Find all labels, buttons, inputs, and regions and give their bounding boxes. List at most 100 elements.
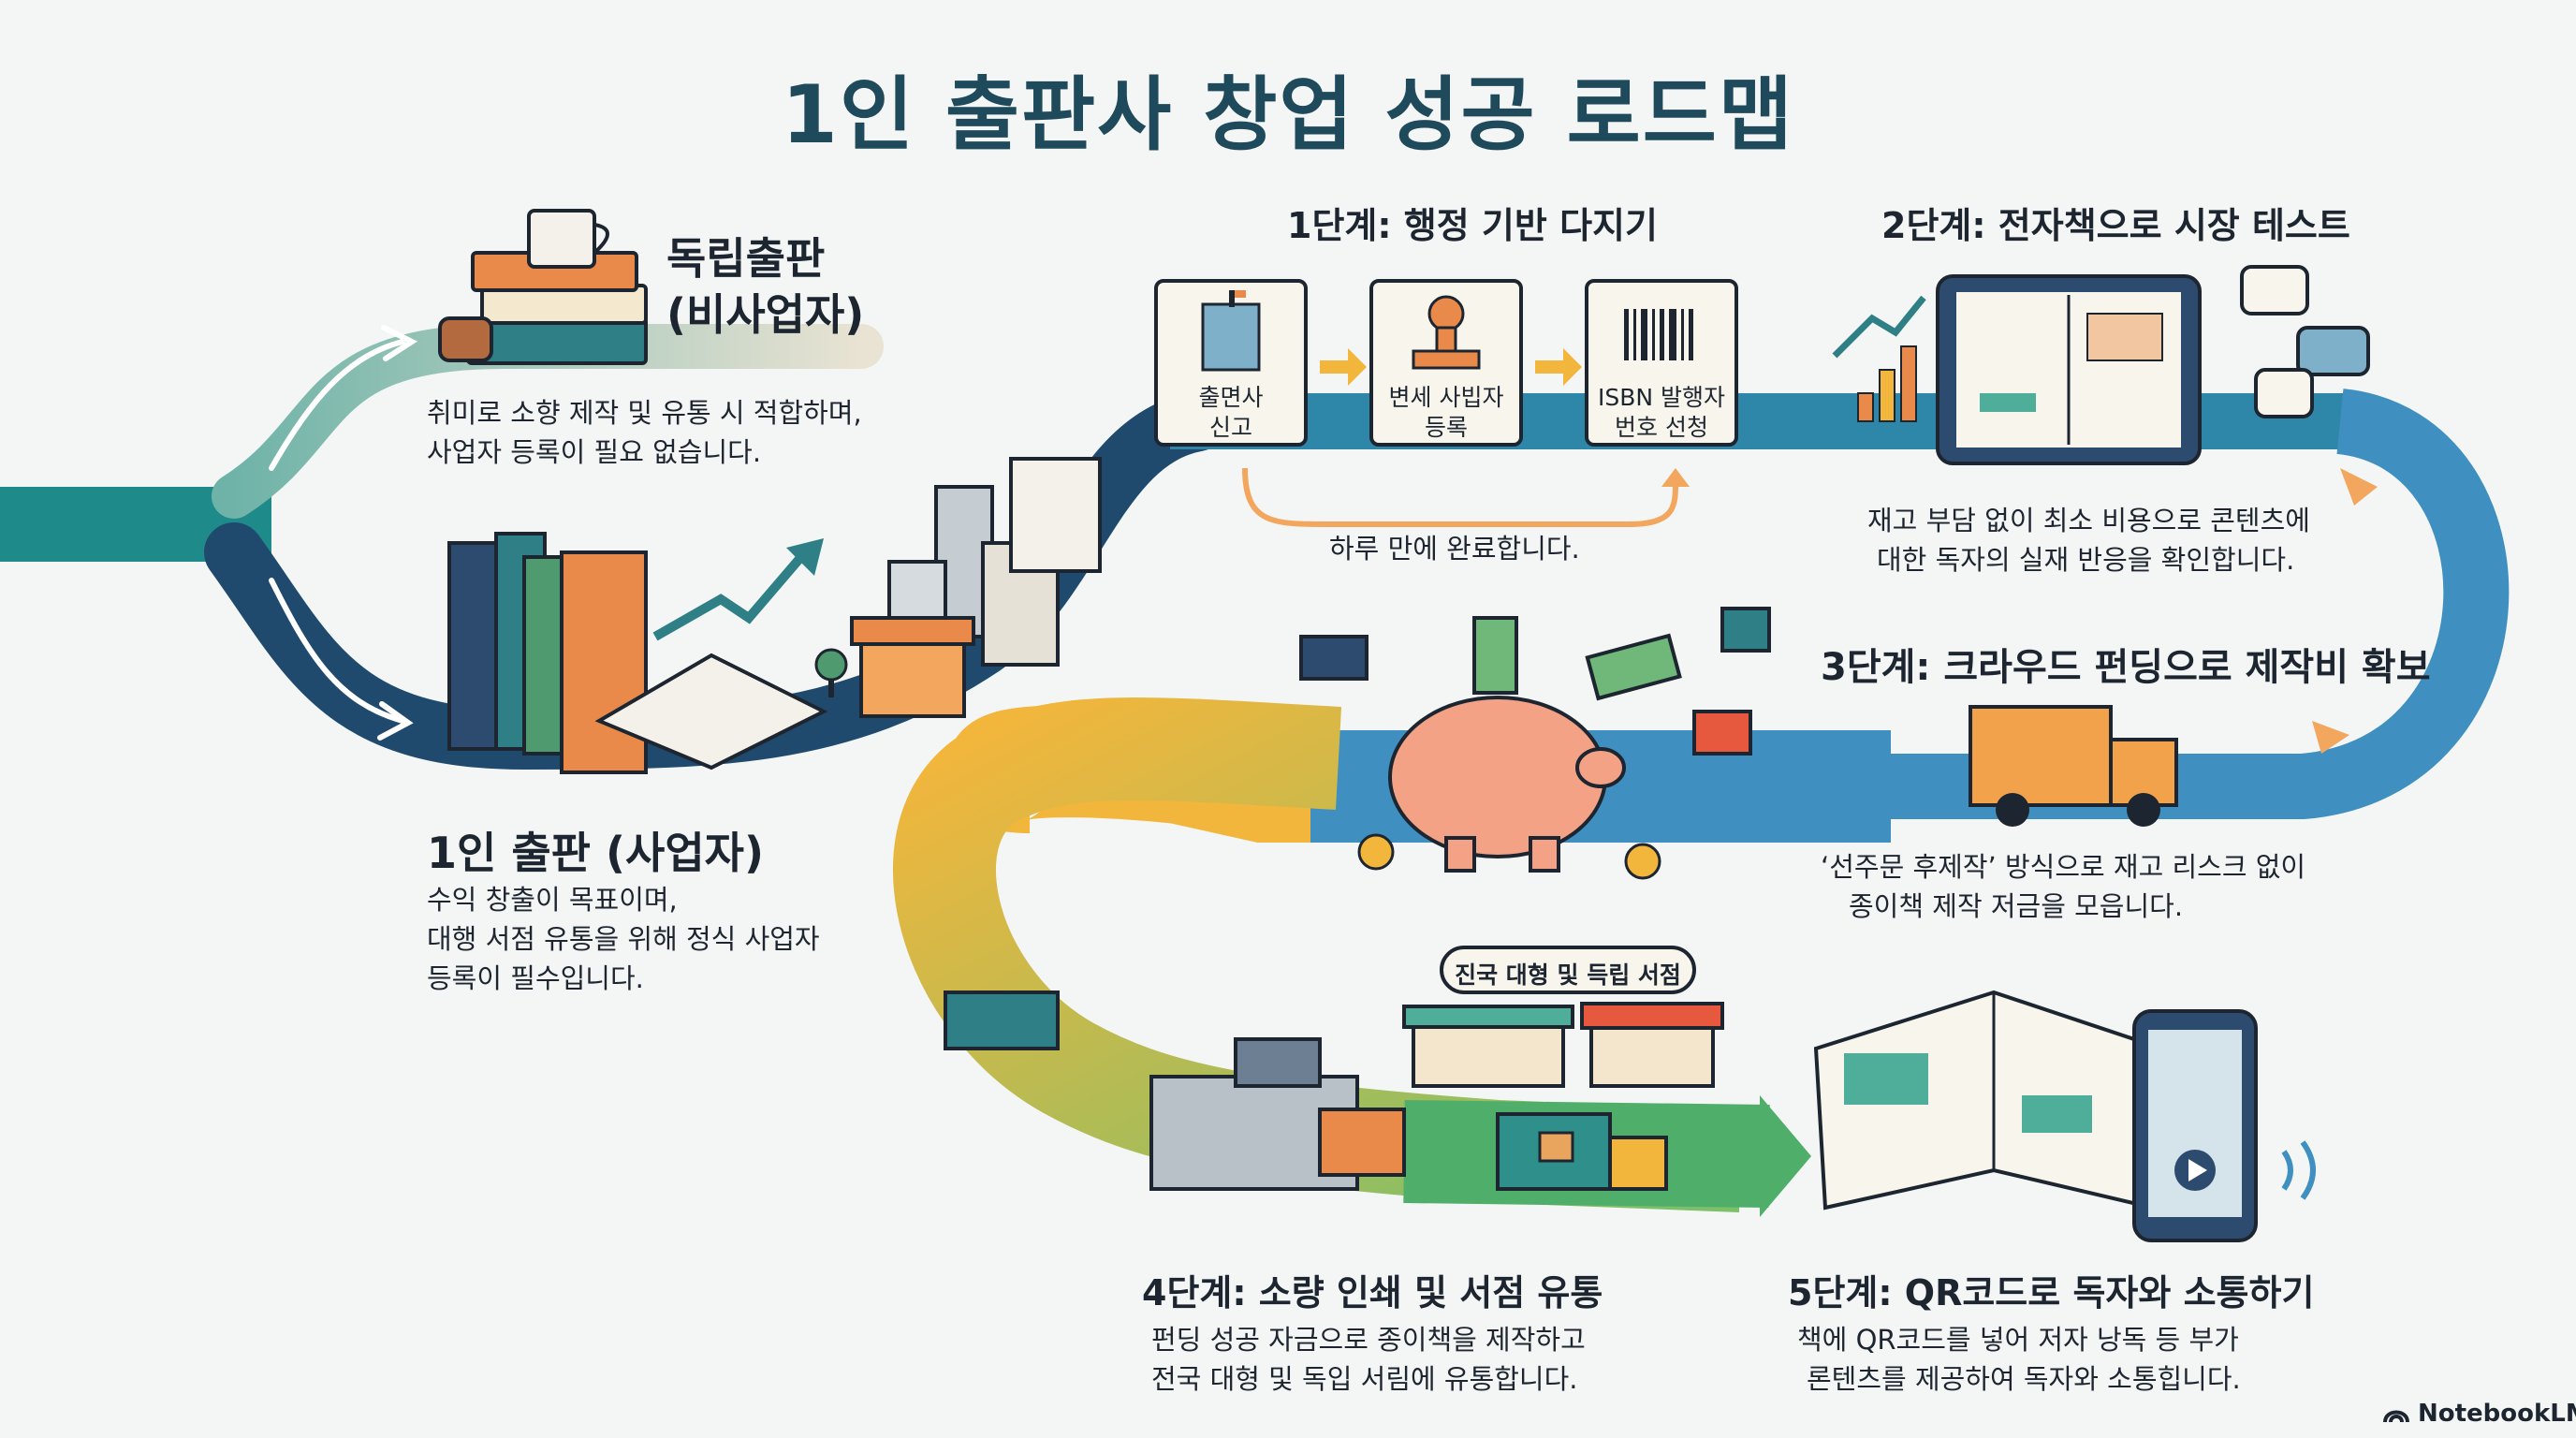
shop-awning bbox=[850, 616, 975, 646]
truck-wheel-1 bbox=[1996, 793, 2029, 827]
arrow-down-white-head bbox=[377, 701, 414, 741]
brand-label: NotebookLM bbox=[2418, 1400, 2576, 1428]
curve-arrow-up bbox=[2340, 468, 2378, 506]
qr-book-panel-2 bbox=[2022, 1095, 2092, 1133]
solo-desc-1: 수익 창출이 목표이며, bbox=[427, 884, 678, 916]
piggy-snout bbox=[1575, 747, 1626, 788]
open-book bbox=[594, 653, 828, 770]
step2-heading: 2단계: 전자책으로 시장 테스트 bbox=[1881, 205, 2350, 246]
parcel-box bbox=[1538, 1131, 1574, 1163]
card1-label-1: 출면사 bbox=[1198, 384, 1264, 411]
truck-wheel-2 bbox=[2127, 793, 2160, 827]
sound-wave-icon bbox=[2281, 1140, 2316, 1200]
printed-stack bbox=[1318, 1108, 1406, 1177]
tall-book-orange bbox=[560, 550, 648, 774]
notebooklm-logo-icon bbox=[2383, 1410, 2409, 1423]
truck-box bbox=[1969, 705, 2113, 807]
card3-label-1: ISBN 발행자 bbox=[1597, 384, 1726, 411]
arrow-up-white-head bbox=[381, 325, 418, 361]
coin-1 bbox=[1357, 833, 1395, 871]
piggy-leg-1 bbox=[1444, 836, 1476, 873]
independent-illustration bbox=[438, 209, 648, 365]
step4-illustration bbox=[944, 946, 1724, 1191]
barcode-icon bbox=[1624, 309, 1693, 360]
solo-illustration bbox=[447, 457, 1102, 774]
step2-desc-1: 재고 부담 없이 최소 비용으로 콘텐츠에 bbox=[1867, 505, 2310, 536]
building-icon bbox=[1201, 290, 1261, 372]
curve-arrow-down bbox=[2312, 721, 2349, 754]
step4-desc-1: 펀딩 성공 자금으로 종이책을 제작하고 bbox=[1151, 1324, 1586, 1356]
growth-arrowhead bbox=[786, 538, 824, 576]
paper-book bbox=[944, 990, 1060, 1050]
step1-cards bbox=[1154, 279, 1738, 527]
store-sign-board bbox=[1440, 946, 1696, 994]
mug-handle bbox=[593, 223, 609, 255]
independent-heading-2: (비사업자) bbox=[666, 289, 865, 340]
store-2-awning bbox=[1580, 1002, 1724, 1030]
chat-bubble-1 bbox=[2240, 265, 2309, 315]
step4-desc-2: 전국 대형 및 독입 서림에 유통합니다. bbox=[1151, 1363, 1578, 1395]
step4-heading: 4단계: 소량 인쇄 및 서점 유통 bbox=[1142, 1272, 1603, 1313]
shop-front bbox=[859, 635, 966, 718]
growth-arrow bbox=[652, 549, 809, 641]
brand-watermark: NotebookLM bbox=[2382, 1400, 2576, 1428]
independent-heading-1: 독립출판 bbox=[666, 233, 826, 284]
store-2 bbox=[1589, 1019, 1715, 1088]
tree-1-top bbox=[814, 648, 848, 682]
like-bubble bbox=[2254, 368, 2314, 418]
trend-line bbox=[1832, 295, 1926, 359]
road-right-curve bbox=[1816, 389, 2510, 819]
bar-3 bbox=[1900, 345, 1917, 422]
step3-desc-2: 종이책 제작 저금을 모읍니다. bbox=[1849, 890, 2184, 922]
ebook-image bbox=[2086, 313, 2163, 361]
step3-illustration bbox=[1299, 607, 2178, 880]
hand-right bbox=[1720, 607, 1771, 653]
store-sign-label: 진국 대형 및 득립 서점 bbox=[1455, 961, 1681, 989]
step1-bracket-head bbox=[1661, 468, 1690, 487]
qr-book-panel bbox=[1844, 1053, 1928, 1105]
tree-1 bbox=[828, 669, 834, 697]
chat-bubble-2 bbox=[2296, 326, 2370, 376]
hand-left bbox=[1299, 635, 1368, 681]
arrow-up-white bbox=[269, 339, 405, 471]
bar-2 bbox=[1879, 369, 1895, 422]
step5-heading: 5단계: QR코드로 독자와 소통하기 bbox=[1788, 1272, 2315, 1313]
card3-label-2: 번호 선청 bbox=[1615, 414, 1708, 441]
arrow-down-white bbox=[269, 578, 405, 724]
delivery-truck-cab bbox=[1608, 1136, 1668, 1191]
press-top bbox=[1234, 1037, 1322, 1088]
book-teal bbox=[466, 316, 648, 365]
solo-desc-2: 대행 서점 유통을 위해 정식 사업자 bbox=[427, 923, 820, 955]
independent-desc-1: 취미로 소향 제작 및 유통 시 적합하며, bbox=[427, 397, 862, 429]
solo-heading: 1인 출판 (사업자) bbox=[427, 828, 765, 878]
banknote-falling bbox=[1472, 616, 1518, 695]
stamp-icon bbox=[1412, 295, 1481, 370]
card2-label-2: 등록 bbox=[1424, 414, 1468, 441]
step2-desc-2: 대한 독자의 실재 반응을 확인합니다. bbox=[1877, 544, 2295, 576]
ebook-block bbox=[1980, 393, 2036, 412]
step5-desc-1: 책에 QR코드를 넣어 저자 낭독 등 부가 bbox=[1797, 1324, 2239, 1356]
coin-2 bbox=[1624, 843, 1661, 880]
store-1 bbox=[1412, 1019, 1565, 1088]
step1-bracket bbox=[1242, 467, 1678, 527]
news-panel bbox=[1009, 457, 1102, 573]
independent-desc-2: 사업자 등록이 필요 없습니다. bbox=[427, 436, 762, 468]
card1-label-2: 신고 bbox=[1208, 414, 1252, 441]
road-bottom-arrowhead bbox=[1760, 1095, 1811, 1217]
coffee-mug bbox=[527, 209, 596, 269]
step1-heading: 1단계: 행정 기반 다지기 bbox=[1287, 205, 1658, 246]
step1-note: 하루 만에 완료합니다. bbox=[1329, 533, 1580, 565]
step5-desc-2: 론텐츠를 제공하여 독자와 소통힙니다. bbox=[1807, 1363, 2241, 1395]
store-1-roof bbox=[1402, 1005, 1574, 1029]
play-triangle bbox=[2188, 1159, 2207, 1181]
piggy-leg-2 bbox=[1529, 836, 1560, 873]
bar-1 bbox=[1857, 392, 1874, 422]
card2-label-1: 변세 사빕자 bbox=[1388, 384, 1504, 411]
cookie-jar bbox=[438, 316, 493, 362]
page-title: 1인 출판사 창업 성공 로드맵 bbox=[782, 68, 1794, 162]
tall-book-navy bbox=[447, 541, 500, 751]
step5-illustration bbox=[1813, 990, 2316, 1242]
step2-illustration bbox=[1832, 265, 2378, 754]
solo-desc-3: 등록이 필수입니다. bbox=[427, 962, 644, 994]
